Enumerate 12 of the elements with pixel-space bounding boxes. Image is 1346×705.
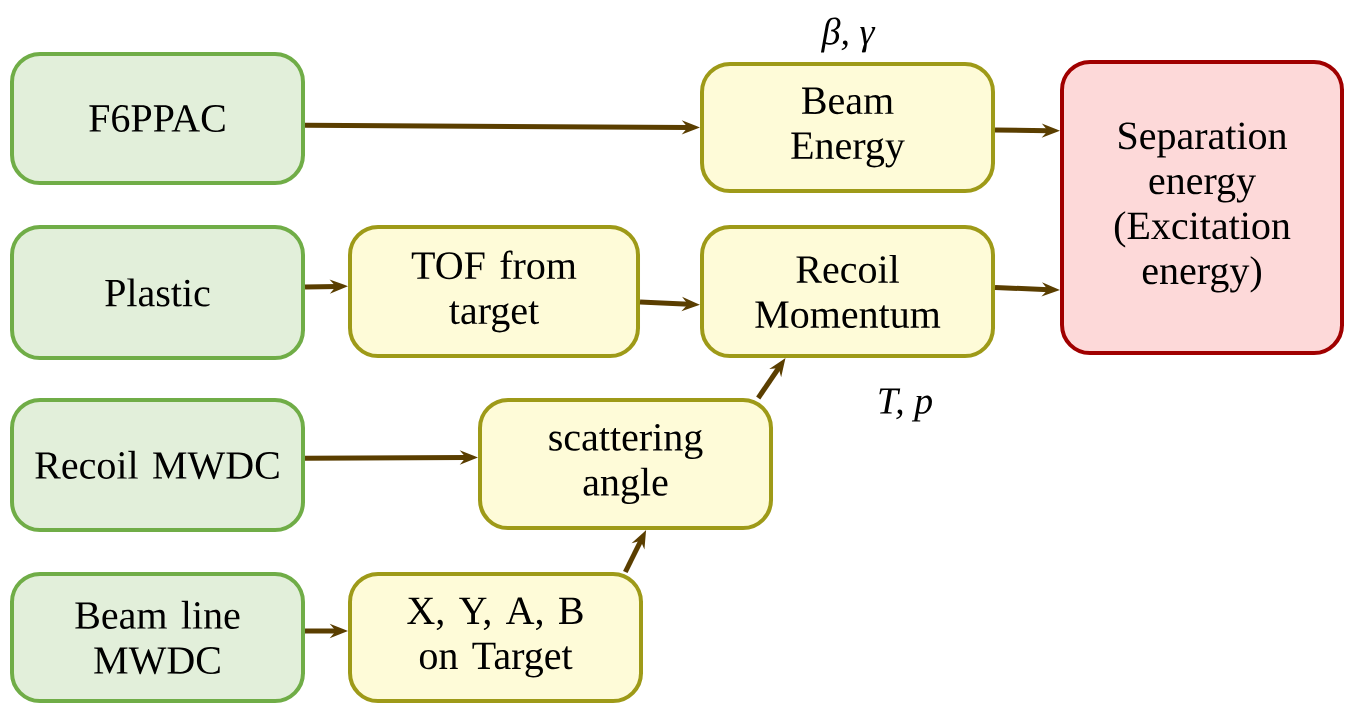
process-box: Recoil Momentum: [700, 225, 995, 358]
process-box: Recoil MWDC: [10, 398, 305, 532]
process-box: X, Y, A, B on Target: [348, 572, 643, 703]
process-box: scattering angle: [478, 398, 773, 530]
process-box: Plastic: [10, 225, 305, 360]
process-box: F6PPAC: [10, 52, 305, 185]
process-box: Beam line MWDC: [10, 572, 305, 703]
process-box: TOF from target: [348, 225, 640, 358]
process-box: Beam Energy: [700, 62, 995, 193]
symbol-label: T, p: [879, 388, 932, 422]
symbol-label: β, γ: [820, 17, 876, 53]
process-box: Separation energy (Excitation energy): [1060, 60, 1344, 355]
